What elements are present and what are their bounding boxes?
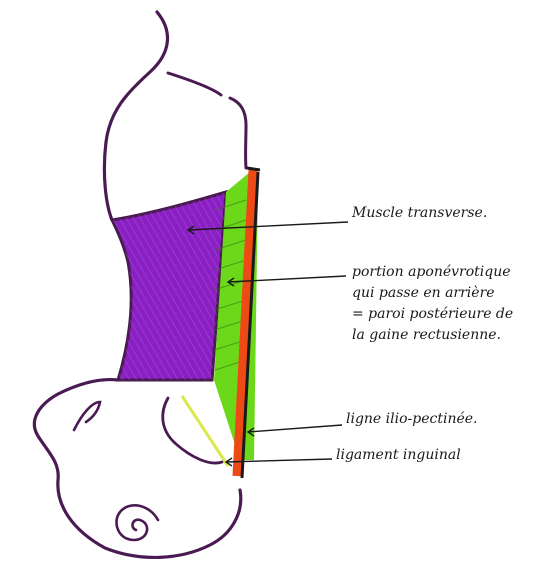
label-transverse-muscle: Muscle transverse. [352, 203, 487, 223]
rectus-sheath-top [247, 168, 260, 170]
thorax-outline [104, 12, 167, 220]
acetabulum-spiral [116, 505, 158, 540]
label-inguinal-text: ligament inguinal [336, 445, 461, 465]
label-aponeurotic-line-1: portion aponévrotique [352, 262, 513, 283]
pointer-pectineal [248, 425, 342, 432]
label-inguinal-ligament: ligament inguinal [336, 445, 461, 465]
label-aponeurotic-portion: portion aponévrotique qui passe en arriè… [352, 262, 513, 346]
costal-margin-outline [230, 98, 246, 168]
pubic-bone-outline [163, 398, 222, 463]
label-ilio-pectineal-line: ligne ilio-pectinée. [346, 409, 478, 429]
iliac-notch [74, 402, 100, 430]
label-pectineal-text: ligne ilio-pectinée. [346, 409, 478, 429]
rib-outline [168, 73, 221, 95]
label-aponeurotic-line-3: = paroi postérieure de [352, 304, 513, 325]
inguinal-ligament [182, 396, 228, 466]
transverse-muscle-hatch [112, 192, 226, 380]
label-transverse-text: Muscle transverse. [352, 203, 487, 223]
label-aponeurotic-line-4: la gaine rectusienne. [352, 325, 513, 346]
pelvis-outline [34, 380, 240, 558]
label-aponeurotic-line-2: qui passe en arrière [352, 283, 513, 304]
